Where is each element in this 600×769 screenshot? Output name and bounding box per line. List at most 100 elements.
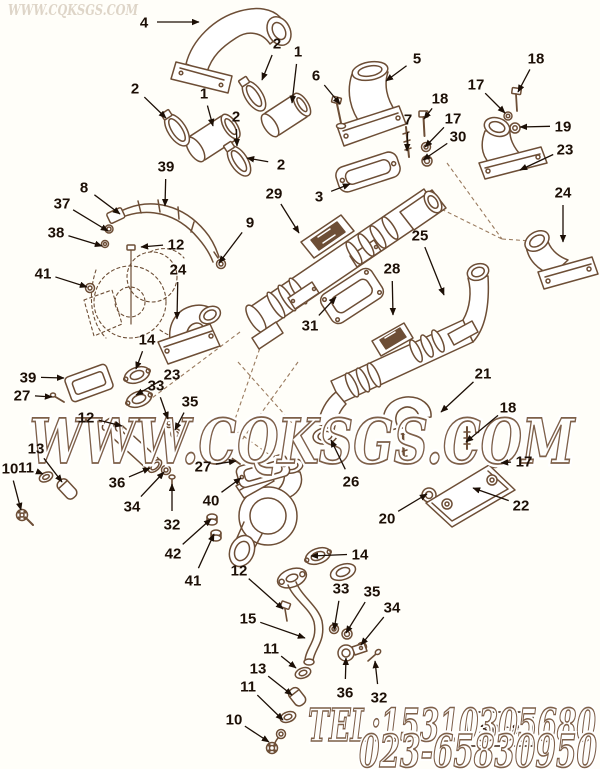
callout-label-3: 3 — [315, 189, 323, 206]
part-tube-36a — [101, 416, 163, 474]
callout-leader-11 — [35, 468, 44, 475]
callout-label-30: 30 — [450, 129, 467, 146]
callout-label-31: 31 — [302, 318, 319, 335]
callout-leader-37 — [72, 209, 109, 232]
part-bolt-10a — [15, 508, 34, 526]
part-elbow-24-left — [157, 304, 222, 365]
part-gasket-23-left — [124, 389, 154, 409]
part-sleeve-13a — [56, 478, 78, 500]
part-gasket-3 — [335, 151, 401, 193]
callout-label-42: 42 — [165, 546, 182, 563]
callout-leader-40 — [221, 477, 242, 493]
callout-label-23: 23 — [557, 142, 574, 159]
callout-leader-36 — [342, 657, 350, 680]
part-manifold-lower-25 — [312, 262, 490, 445]
part-ring-11c — [279, 710, 297, 724]
callout-leader-27 — [34, 393, 53, 400]
callout-leader-39 — [40, 374, 65, 382]
callout-leader-13 — [267, 675, 293, 696]
callout-label-18: 18 — [432, 91, 449, 108]
callout-leader-21 — [440, 381, 474, 413]
part-clamp-2b — [223, 140, 252, 177]
callout-label-34: 34 — [384, 600, 401, 617]
callout-label-28: 28 — [384, 261, 401, 278]
part-elbow-24-right — [524, 229, 599, 290]
callout-label-34: 34 — [124, 499, 141, 516]
callout-label-7: 7 — [404, 112, 412, 129]
part-bolt-12a — [126, 244, 136, 325]
callout-leader-8 — [94, 194, 121, 215]
callout-leader-29 — [280, 203, 300, 234]
part-clamp-2c — [238, 75, 267, 112]
callout-label-41: 41 — [35, 266, 52, 283]
watermark-casing: WWW.CQKSGS.COM — [30, 405, 577, 478]
watermark-text: WWW.CQKSGS.COM — [30, 405, 577, 478]
callout-label-25: 25 — [412, 228, 429, 245]
part-manifold-upper-29 — [245, 188, 447, 350]
part-clamp-2a — [160, 109, 191, 147]
callout-leader-7 — [403, 131, 411, 152]
callout-label-17: 17 — [516, 454, 533, 471]
callout-label-19: 19 — [555, 119, 572, 136]
callout-label-11: 11 — [18, 460, 34, 477]
callout-label-36: 36 — [109, 475, 126, 492]
callout-leader-17 — [424, 126, 445, 148]
callout-label-8: 8 — [80, 180, 88, 197]
part-screw-27-left — [49, 392, 65, 403]
callout-leader-35 — [174, 412, 185, 431]
part-clamp-36b — [337, 642, 368, 662]
stamp-text: 3 0 d8 — [480, 721, 520, 737]
callout-leader-17 — [484, 92, 506, 114]
callout-leader-6 — [323, 84, 341, 105]
callout-label-10: 10 — [226, 712, 243, 729]
callout-leader-28 — [389, 280, 397, 316]
callout-label-2: 2 — [131, 81, 139, 98]
callout-label-10: 10 — [2, 461, 19, 478]
callout-label-17: 17 — [445, 111, 462, 128]
callout-label-12: 12 — [168, 237, 185, 254]
callout-leader-14 — [135, 350, 144, 370]
callout-label-2: 2 — [277, 157, 285, 174]
callout-label-37: 37 — [54, 196, 71, 213]
callout-leader-35 — [345, 601, 366, 634]
part-gasket-14-left — [122, 365, 152, 385]
callout-leader-33 — [159, 397, 169, 420]
phone-line2: 023-65830950 — [359, 725, 597, 769]
callout-label-9: 9 — [246, 215, 254, 232]
part-nut-42 — [206, 513, 218, 526]
callout-leader-31 — [318, 296, 337, 316]
part-gasket-40 — [235, 453, 291, 489]
phone-line1-casing: TEL:15310305680 — [308, 699, 596, 752]
callout-label-14: 14 — [139, 332, 156, 349]
callout-label-11: 11 — [263, 641, 279, 658]
callout-leader-2 — [233, 128, 241, 147]
callout-leader-2 — [143, 96, 167, 119]
part-gasket-31 — [319, 267, 385, 325]
callout-label-13: 13 — [250, 661, 267, 678]
callout-label-17: 17 — [468, 77, 485, 94]
callout-label-4: 4 — [140, 15, 149, 32]
part-bracket-22 — [425, 464, 516, 528]
callout-leader-9 — [218, 231, 243, 264]
callout-leader-34 — [140, 471, 165, 497]
callout-label-33: 33 — [148, 378, 165, 395]
callout-leader-23 — [135, 379, 162, 396]
stamp-box: 3 0 d8 — [466, 711, 534, 747]
part-sleeve-13b — [287, 686, 307, 707]
part-transfer-pipe-5 — [336, 60, 407, 147]
callout-leader-38 — [68, 235, 103, 248]
part-screw-32b — [367, 648, 382, 662]
callout-label-36: 36 — [337, 685, 354, 702]
part-washer-17b — [503, 111, 513, 121]
callout-label-32: 32 — [371, 690, 388, 707]
part-flange-15 — [276, 567, 308, 589]
part-hook-21 — [382, 396, 432, 466]
callout-leader-26 — [330, 439, 346, 470]
part-washer-17a — [420, 141, 432, 153]
callout-label-41: 41 — [185, 573, 202, 590]
callout-leader-10 — [12, 480, 23, 511]
part-drawings — [15, 7, 599, 755]
callout-leader-5 — [385, 65, 407, 82]
part-drain-tube-15 — [287, 581, 324, 666]
callout-leader-32 — [372, 660, 380, 685]
